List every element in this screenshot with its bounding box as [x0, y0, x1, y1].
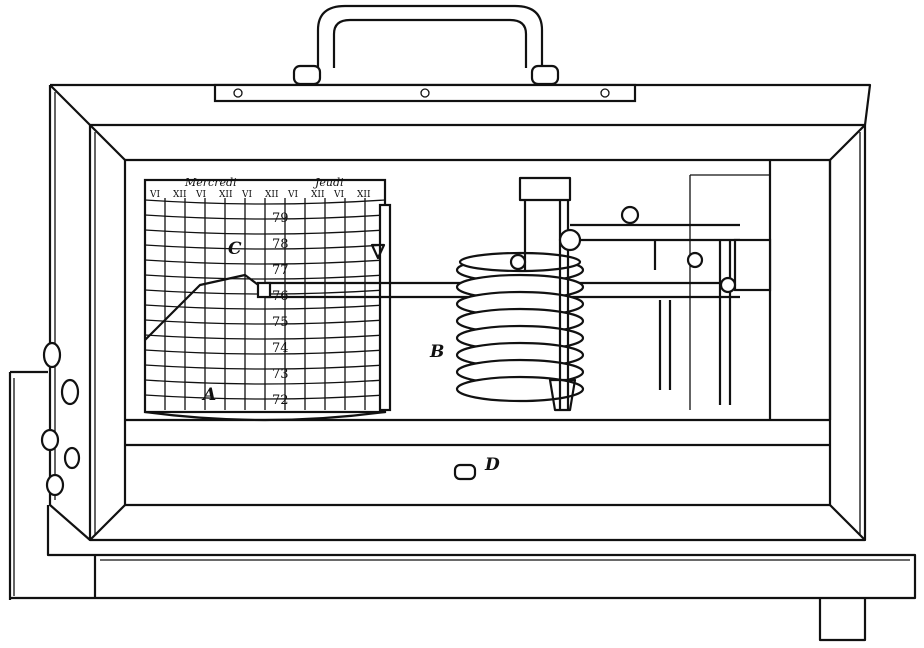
case	[48, 83, 872, 542]
hour-label: VI	[149, 190, 160, 200]
pressure-scale-label: 72	[272, 393, 289, 408]
lever-mechanism	[509, 176, 772, 412]
grid-line	[144, 349, 386, 355]
pressure-scale-label: 79	[272, 211, 289, 226]
carry-handle	[213, 4, 637, 103]
label-a: A	[201, 385, 216, 405]
pressure-scale-label: 78	[272, 237, 289, 252]
hour-label: XII	[311, 190, 325, 200]
pressure-scale-label: 76	[272, 289, 289, 304]
day-label: Jeudi	[313, 176, 344, 189]
hour-label: VI	[241, 190, 252, 200]
aneroid-bellows	[455, 251, 585, 403]
pressure-scale-label: 75	[272, 315, 289, 330]
hour-label: VI	[333, 190, 344, 200]
label-c: C	[228, 239, 242, 259]
label-d: D	[484, 455, 500, 475]
hour-label: XII	[357, 190, 371, 200]
grid-line	[144, 214, 386, 220]
grid-line	[144, 199, 386, 205]
pressure-scale-label: 77	[272, 263, 289, 278]
day-label: Mercredi	[184, 176, 237, 189]
base-board	[8, 370, 917, 642]
recording-drum	[143, 178, 392, 422]
grid-line	[144, 274, 386, 280]
grid-line	[144, 244, 386, 250]
hour-label: XII	[173, 190, 187, 200]
grid-line	[144, 319, 386, 325]
hour-label: XII	[265, 190, 279, 200]
side-hooks	[40, 341, 81, 497]
pressure-scale-label: 74	[272, 341, 289, 356]
grid-line	[144, 394, 386, 400]
grid-line	[144, 364, 386, 370]
grid-line	[144, 334, 386, 340]
door-latch	[453, 463, 477, 481]
hour-label: VI	[287, 190, 298, 200]
grid-line	[144, 304, 386, 310]
grid-line	[144, 229, 386, 235]
grid-line	[144, 379, 386, 385]
pressure-scale-label: 73	[272, 367, 289, 382]
grid-line	[144, 259, 386, 265]
hour-label: XII	[219, 190, 233, 200]
hour-label: VI	[195, 190, 206, 200]
label-b: B	[429, 342, 444, 362]
